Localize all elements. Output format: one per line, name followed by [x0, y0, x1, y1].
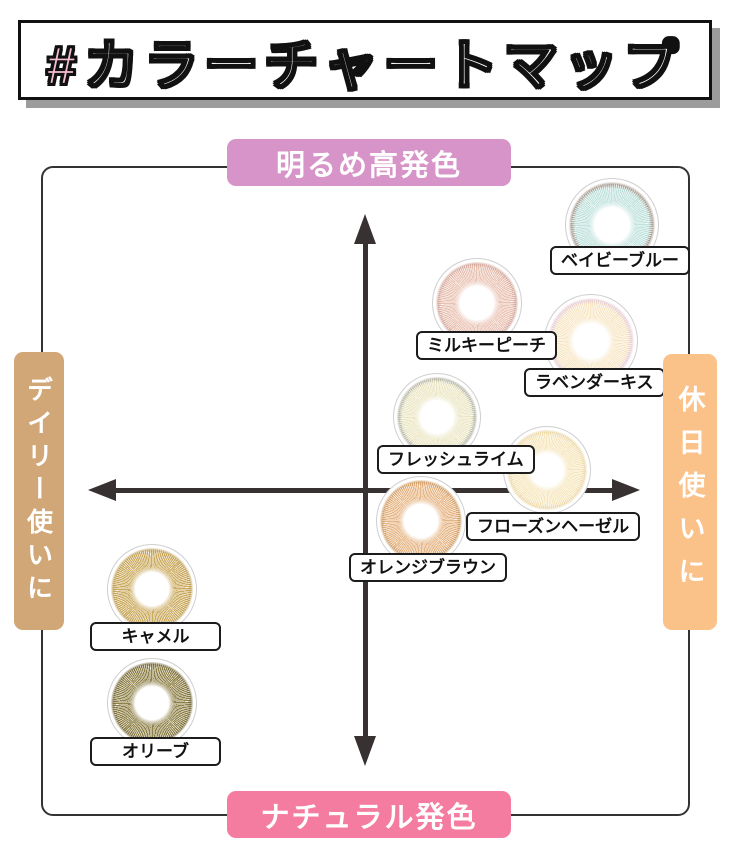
axis-label-left: デイリー使いに: [14, 352, 64, 630]
lens-label: ミルキーピーチ: [416, 331, 557, 360]
lens-label: キャメル: [90, 622, 221, 651]
axis-arrow-down-icon: [354, 736, 376, 766]
title-hash-symbol: #: [45, 34, 83, 96]
horizontal-axis-line: [110, 488, 618, 493]
lens-circle: [107, 544, 197, 634]
lens-label: フローズンヘーゼル: [466, 512, 641, 541]
page-title: #カラーチャートマップ: [45, 21, 684, 100]
lens-label: オリーブ: [90, 737, 221, 766]
lens-label: フレッシュライム: [377, 445, 535, 474]
axis-arrow-right-icon: [612, 479, 640, 501]
axis-arrow-left-icon: [88, 479, 116, 501]
axis-label-bottom: ナチュラル発色: [227, 791, 511, 838]
axis-label-top: 明るめ高発色: [227, 139, 511, 186]
lens-circle: [107, 658, 197, 748]
lens-label: オレンジブラウン: [349, 553, 507, 582]
axis-label-right: 休日使いに: [663, 354, 717, 630]
axis-arrow-up-icon: [354, 214, 376, 244]
title-box: #カラーチャートマップ: [18, 20, 712, 100]
title-text: カラーチャートマップ: [83, 34, 684, 96]
lens-label: ベイビーブルー: [550, 246, 690, 275]
lens-label: ラベンダーキス: [524, 368, 665, 397]
